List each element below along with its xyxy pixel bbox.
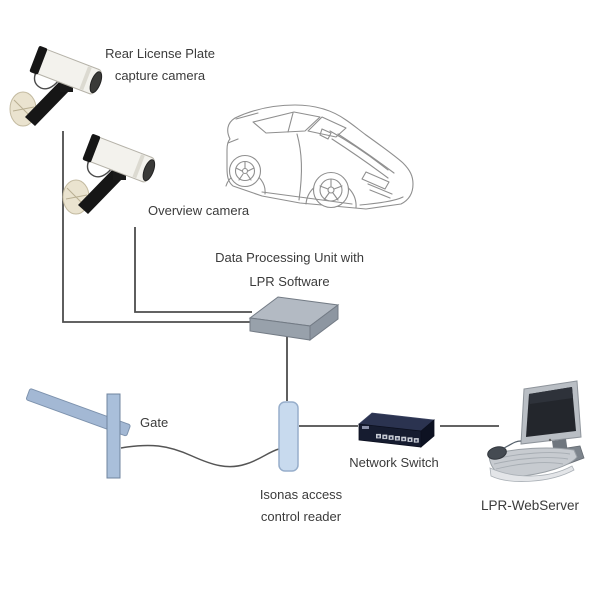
rear-camera-label: Rear License Plate capture camera — [93, 43, 227, 87]
network-switch-icon — [358, 412, 435, 448]
isonas-label-line1: Isonas access — [259, 487, 343, 502]
rear-plate-camera-icon — [9, 44, 106, 127]
gate-icon — [26, 388, 131, 479]
dpu-label-line1: Data Processing Unit with — [215, 250, 364, 265]
connector-overview-camera-to-dpu — [134, 227, 252, 313]
dpu-label: Data Processing Unit with LPR Software — [202, 246, 377, 294]
overview-camera-icon — [62, 132, 159, 215]
rear-camera-label-line1: Rear License Plate — [105, 46, 215, 61]
network-switch-label: Network Switch — [349, 455, 439, 470]
cable-gate-to-reader — [120, 444, 280, 468]
rear-camera-label-line2: capture camera — [114, 68, 206, 83]
dpu-label-line2: LPR Software — [249, 274, 330, 289]
isonas-reader-label: Isonas access control reader — [246, 484, 356, 528]
car-icon — [225, 104, 414, 210]
webserver-label: LPR-WebServer — [480, 498, 580, 513]
isonas-label-line2: control reader — [260, 509, 342, 524]
gate-label: Gate — [140, 415, 169, 430]
dpu-icon — [248, 296, 340, 341]
webserver-icon — [487, 380, 585, 482]
overview-camera-label: Overview camera — [148, 203, 250, 218]
isonas-reader-icon — [278, 401, 299, 472]
